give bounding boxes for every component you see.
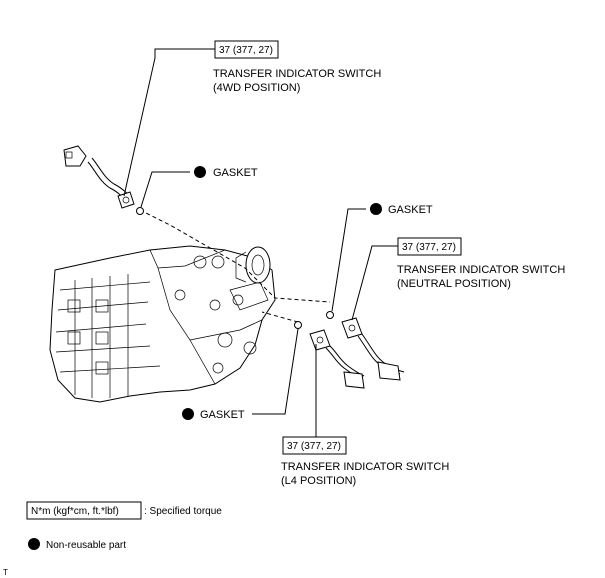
torque-neutral-value: 37 (377, 27) [402, 242, 456, 253]
switch-neutral-part [341, 317, 405, 381]
legend-nonreusable-desc: Non-reusable part [46, 540, 126, 551]
legend-nonreusable-dot [28, 538, 40, 550]
gasket-4wd-ring [136, 207, 144, 215]
legend-torque-box [26, 501, 142, 520]
leader-gasket-top [140, 171, 190, 208]
switch-neutral-label-line1: TRANSFER INDICATOR SWITCH [397, 264, 565, 276]
nonreusable-dot-bottom [182, 408, 194, 420]
torque-box-l4 [282, 436, 347, 455]
switch-l4-label-line1: TRANSFER INDICATOR SWITCH [281, 461, 449, 473]
corner-mark: T [3, 568, 8, 577]
torque-box-neutral [397, 237, 462, 256]
transfer-case-illustration [49, 245, 276, 403]
leader-gasket-bottom [252, 328, 299, 415]
legend-torque-desc: : Specified torque [144, 506, 222, 517]
switch-l4-label-line2: (L4 POSITION) [281, 475, 356, 487]
switch-4wd-label-line2: (4WD POSITION) [213, 82, 300, 94]
install-path-l4 [261, 311, 299, 323]
torque-l4-value: 37 (377, 27) [287, 441, 341, 452]
install-path-4wd [139, 209, 331, 303]
torque-4wd-value: 37 (377, 27) [219, 45, 273, 56]
switch-neutral-label-line2: (NEUTRAL POSITION) [397, 278, 511, 290]
gasket-neutral-ring [326, 311, 334, 319]
nonreusable-dot-top [194, 166, 206, 178]
torque-box-4wd [214, 40, 279, 59]
leader-torque-4wd [123, 48, 215, 197]
gasket-bottom-label: GASKET [200, 409, 245, 421]
legend-torque-unit: N*m (kgf*cm, ft.*lbf) [31, 506, 119, 517]
gasket-l4-ring [294, 321, 302, 329]
leader-torque-neutral [351, 245, 398, 321]
nonreusable-dot-right [370, 203, 382, 215]
switch-4wd-part [63, 145, 135, 209]
gasket-top-label: GASKET [213, 167, 258, 179]
switch-4wd-label-line1: TRANSFER INDICATOR SWITCH [213, 68, 381, 80]
switch-l4-part [309, 329, 365, 389]
leader-gasket-right [331, 208, 366, 312]
gasket-right-label: GASKET [388, 204, 433, 216]
